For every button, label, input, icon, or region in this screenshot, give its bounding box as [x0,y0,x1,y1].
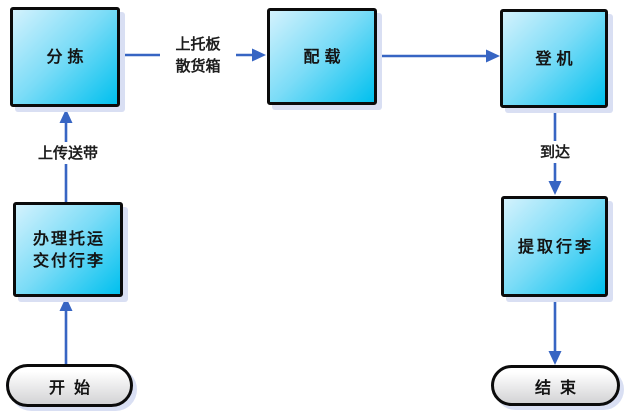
terminator-start-label: 开始 [48,377,99,397]
terminator-start: 开始 [6,364,133,407]
node-sorting: 分拣 [10,7,120,107]
node-baggage-claim-label: 提取行李 [517,236,594,256]
node-checkin-baggage: 办理托运 交付行李 [13,202,123,297]
node-checkin-label-line1: 办理托运 [32,228,105,248]
edge-label-arrive-text: 到达 [539,143,570,161]
node-boarding: 登机 [500,9,608,108]
arrowhead-down-icon [548,351,562,365]
node-baggage-claim: 提取行李 [501,196,608,297]
node-stowage: 配载 [267,8,377,105]
arrowhead-up-icon [59,109,73,123]
edge-label-arrive: 到达 [532,141,578,163]
arrowhead-down-icon [548,181,562,195]
edge-label-pallet: 上托板 散货箱 [160,32,236,78]
arrowhead-right-icon [252,48,266,62]
edge-label-pallet-line1: 上托板 [175,35,221,53]
connector-start-to-checkin [59,297,73,364]
terminator-end-label: 结束 [534,377,585,397]
arrowhead-right-icon [486,49,500,63]
edge-label-pallet-line2: 散货箱 [175,57,221,75]
edge-label-conveyor: 上传送带 [26,142,110,164]
terminator-end: 结束 [491,365,620,406]
node-checkin-label-line2: 交付行李 [32,250,105,270]
arrowhead-up-icon [59,297,73,311]
node-stowage-label: 配载 [303,46,346,66]
node-boarding-label: 登机 [535,48,578,68]
node-sorting-label: 分拣 [46,47,89,66]
connector-claim-to-end [548,298,562,365]
edge-label-conveyor-text: 上传送带 [37,144,98,162]
connector-stow-to-board [378,49,500,63]
